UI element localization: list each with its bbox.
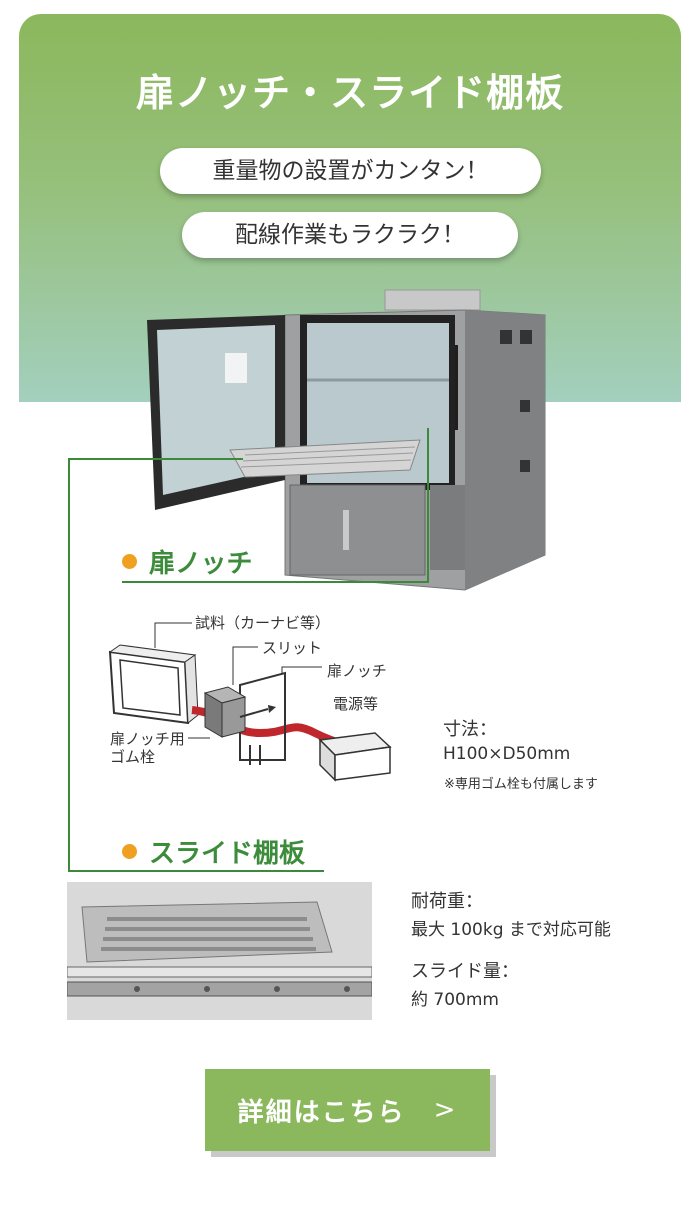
chevron-right-icon: > (433, 1095, 458, 1125)
diagram-label-notch: 扉ノッチ (327, 662, 387, 680)
diagram-label-slit: スリット (262, 639, 323, 657)
load-capacity-spec: 耐荷重： 最大 100kg まで対応可能 (411, 891, 611, 940)
dimension-spec: 寸法： H100×D50mm (443, 719, 571, 764)
accessory-note: ※専用ゴム栓も付属します (444, 777, 598, 792)
connector-line (427, 428, 429, 583)
page-title: 扉ノッチ・スライド棚板 (135, 71, 565, 115)
diagram-label-sample: 試料（カーナビ等） (195, 614, 331, 632)
feature-pill-heavy-load: 重量物の設置がカンタン！ (160, 148, 541, 194)
details-button[interactable]: 詳細はこちら > (205, 1069, 490, 1151)
section-heading-slide-shelf: スライド棚板 (122, 833, 305, 870)
feature-pill-wiring: 配線作業もラクラク！ (182, 212, 518, 258)
heading-underline (68, 870, 324, 872)
slide-distance-spec: スライド量： 約 700mm (411, 961, 519, 1010)
connector-line (68, 458, 70, 870)
section-heading-door-notch: 扉ノッチ (122, 543, 252, 580)
diagram-label-rubber-plug: 扉ノッチ用 ゴム栓 (110, 730, 185, 766)
heading-underline (122, 581, 428, 583)
bullet-dot-icon (122, 844, 137, 859)
bullet-dot-icon (122, 554, 137, 569)
door-notch-diagram (108, 622, 392, 782)
connector-line (68, 458, 243, 460)
test-chamber-image (147, 289, 546, 591)
diagram-label-power: 電源等 (333, 695, 379, 713)
slide-shelf-photo (67, 882, 372, 1020)
